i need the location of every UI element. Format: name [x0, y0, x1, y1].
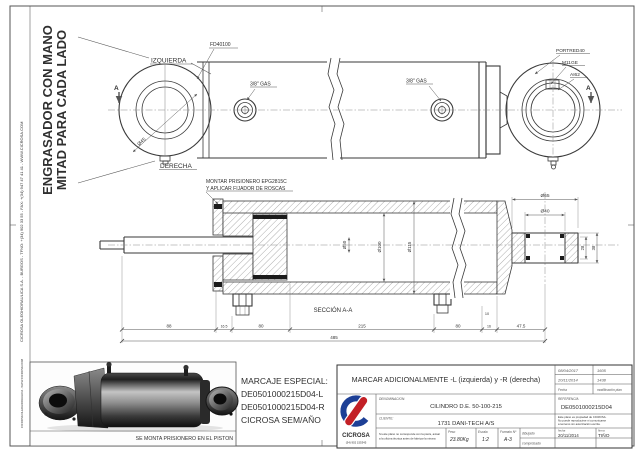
dim-width38: 38: [591, 245, 596, 250]
revision-date-2: 20/11/2014: [557, 378, 578, 383]
prisionero-note-line2: Y APLICAR FIJADOR DE ROSCAS: [206, 186, 286, 192]
section-view: MONTAR PRISIONERO EPG2815C Y APLICAR FIJ…: [99, 179, 620, 344]
fecha-header: fecha: [558, 429, 566, 433]
dim-485: 485: [330, 335, 338, 340]
grease-note-line2: MITAD PARA CADA LADO: [54, 30, 69, 190]
peso-value: 23.80Kg: [449, 437, 469, 443]
section-letter-left: A: [114, 85, 119, 92]
grease-note-line1: ENGRASADOR CON MANO: [40, 25, 55, 195]
small-note-2b: No puede reproducirse ni comunicarse: [558, 419, 606, 423]
dim-16-5: 16.5: [221, 325, 228, 329]
marcaje-block: MARCAJE ESPECIAL: DE0501000215D04-L DE05…: [241, 376, 328, 425]
dim-80-left: 80: [258, 324, 264, 329]
diameter-dims: [347, 197, 599, 294]
label-fd40100: FD40100: [210, 42, 231, 48]
label-derecha: DERECHA: [160, 163, 192, 170]
dim-dia100: Ø100: [377, 241, 382, 253]
cliente-value: 1731 DANI-TECH A/S: [438, 421, 495, 427]
company-phone: (34) 902 155345: [346, 441, 367, 445]
dibujado-firma-value: TIÑO: [598, 432, 610, 439]
dim-dia50: Ø50: [342, 240, 347, 249]
referencia-value: DE0501000215D04: [561, 405, 613, 411]
seals: [214, 204, 564, 287]
label-ai62: AI62: [570, 72, 580, 78]
dim-16: 16: [487, 325, 491, 329]
escala-label: Escala: [478, 430, 488, 434]
escala-value: 1:2: [482, 437, 489, 443]
referencia-label: REFERENCIA: [558, 397, 579, 401]
formato-label: Formato Nº: [500, 430, 517, 434]
label-dia45: Ø45: [136, 137, 147, 148]
section-hatched-parts: [212, 198, 579, 295]
label-izquierda: IZQUIERDA: [151, 58, 187, 65]
small-note-1a: Si este plano no corresponde con la piez…: [379, 432, 440, 436]
small-note-2a: Este plano es propiedad de CICROSA.: [558, 415, 607, 419]
revision-header-num: modificación plan: [597, 388, 622, 392]
revision-num-2: 1438: [597, 378, 607, 383]
small-note-1b: a la oficina técnica antes de fabricar l…: [379, 437, 436, 441]
photo-box: SE MONTA PRISIONERO EN EL PISTON: [29, 361, 239, 447]
grease-nipple-icon: [106, 361, 189, 376]
dim-80-right: 80: [455, 324, 461, 329]
dim-width28: 28: [580, 245, 585, 250]
label-m11ge: M11GE: [562, 60, 578, 66]
dim-dia40: Ø40: [540, 209, 549, 215]
revision-date-1: 08/04/2017: [558, 368, 579, 373]
length-dim-chain: [119, 256, 548, 344]
denominacion-label: DENOMINACION:: [379, 397, 405, 401]
marcar-note: MARCAR ADICIONALMENTE -L (izquierda) y -…: [352, 375, 541, 384]
dibujado-fecha-value: 20/11/2014: [558, 433, 579, 438]
peso-label: Peso: [448, 430, 455, 434]
cliente-label: CLIENTE:: [379, 417, 393, 421]
label-gas-left: 3/8" GAS: [250, 82, 271, 88]
revision-header-date: Fecha: [558, 388, 567, 392]
port-stub-left: [232, 293, 253, 316]
dim-10: 10: [485, 312, 489, 316]
label-portred40: PORTRED40: [556, 48, 585, 54]
dibujado-label: dibujado: [522, 432, 535, 436]
label-gas-right: 3/8" GAS: [406, 79, 427, 85]
marcaje-code-r: DE0501000215D04-R: [241, 402, 325, 412]
cylinder-photo: [38, 361, 239, 429]
marcaje-code-l: DE0501000215D04-L: [241, 389, 324, 399]
section-letter-right: A: [586, 85, 591, 92]
marcaje-brand: CICROSA SEM/AÑO: [241, 415, 321, 425]
small-note-2c: a terceros sin autorización escrita.: [558, 422, 601, 426]
dim-dia115: Ø115: [407, 241, 412, 252]
photo-caption: SE MONTA PRISIONERO EN EL PISTON: [136, 436, 234, 442]
port-stub-right: [433, 293, 452, 314]
formato-value: A-3: [503, 437, 512, 443]
company-name: CICROSA: [342, 433, 370, 439]
firma-header: firma: [598, 429, 605, 433]
sidebar-owner-text: CICROSA OLEOHIDRAULICA S.A. - BURGOS - T…: [19, 122, 24, 342]
top-view-leaders: [115, 47, 595, 170]
dim-88: 88: [166, 324, 172, 329]
comprobado-label: comprobado: [522, 442, 541, 446]
sidebar-owner-text-bottom: CICROSA OLEOHIDRAULICA - WWW.CICROSA.COM: [20, 358, 24, 428]
title-block: MARCAR ADICIONALMENTE -L (izquierda) y -…: [336, 364, 633, 449]
marcaje-title: MARCAJE ESPECIAL:: [241, 376, 328, 386]
section-caption: SECCIÓN A-A: [314, 307, 353, 314]
dim-dia65: Ø65: [540, 193, 549, 199]
prisionero-note-line1: MONTAR PRISIONERO EPG2815C: [206, 179, 287, 185]
dim-47-5: 47.5: [517, 324, 526, 329]
cicrosa-logo-icon: [340, 395, 369, 427]
eye-section: [512, 232, 579, 264]
top-view: ENGRASADOR CON MANO MITAD PARA CADA LADO: [40, 25, 622, 195]
dim-215: 215: [358, 324, 366, 329]
revision-num-1: 1605: [597, 368, 607, 373]
denominacion-value: CILINDRO D.E. 50-100-215: [430, 404, 502, 410]
